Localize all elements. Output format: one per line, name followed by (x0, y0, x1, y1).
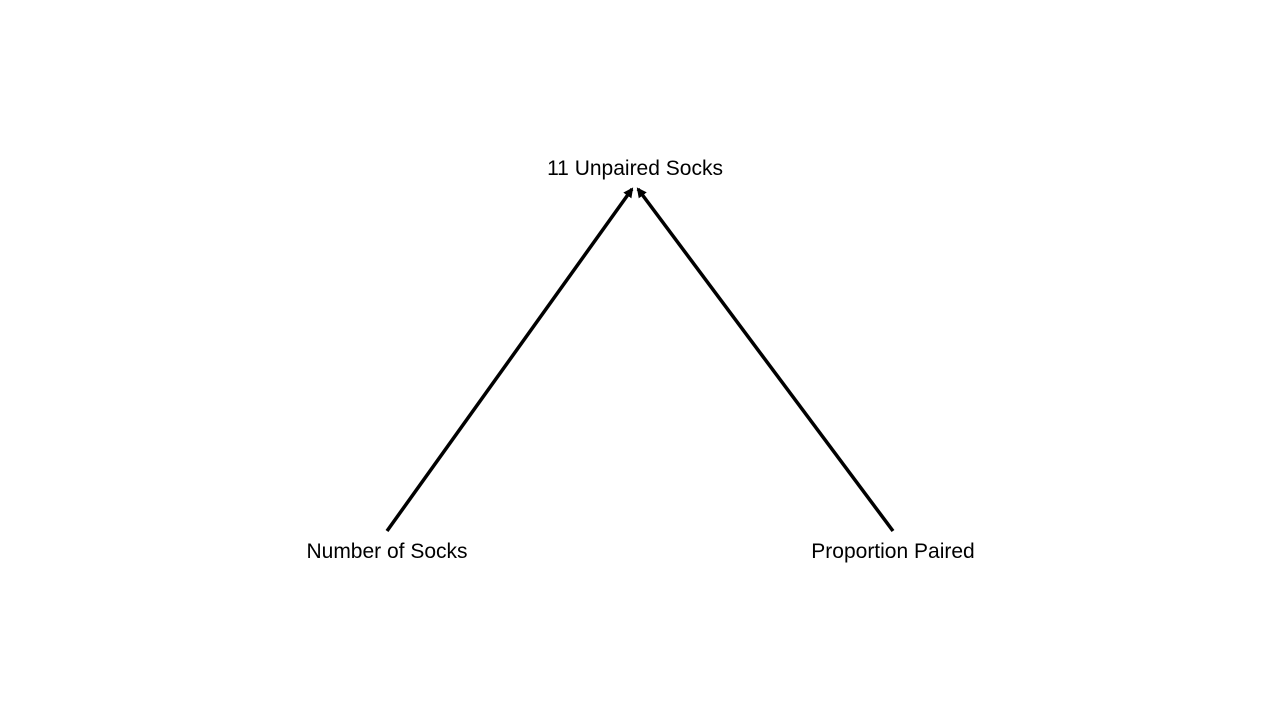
edge-proportion-paired-to-unpaired-socks (636, 187, 895, 533)
node-proportion-paired: Proportion Paired (811, 540, 975, 563)
node-unpaired-socks: 11 Unpaired Socks (547, 157, 723, 180)
node-number-of-socks: Number of Socks (306, 540, 468, 563)
edge-number-of-socks-to-unpaired-socks (385, 187, 634, 533)
